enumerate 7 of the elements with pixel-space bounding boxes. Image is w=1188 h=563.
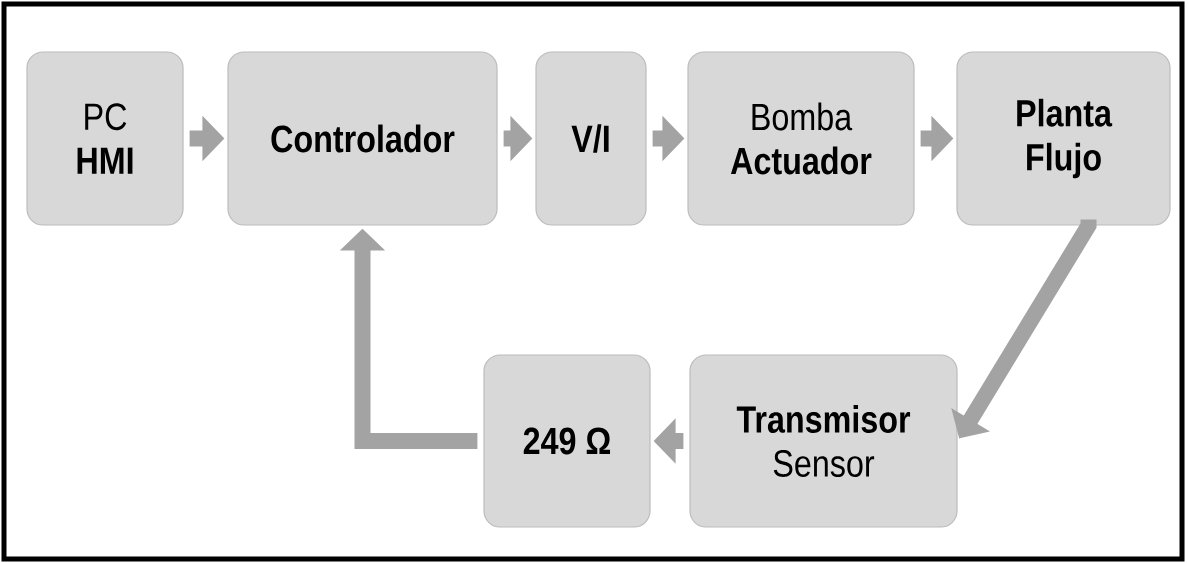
process-box: Controlador (227, 51, 498, 226)
process-box: Planta Flujo (956, 51, 1171, 226)
process-box: Bomba Actuador (687, 51, 915, 226)
process-box: V/I (535, 51, 647, 226)
process-box: Transmisor Sensor (689, 354, 958, 528)
process-box: PC HMI (26, 51, 184, 226)
process-box: 249 Ω (483, 354, 651, 528)
